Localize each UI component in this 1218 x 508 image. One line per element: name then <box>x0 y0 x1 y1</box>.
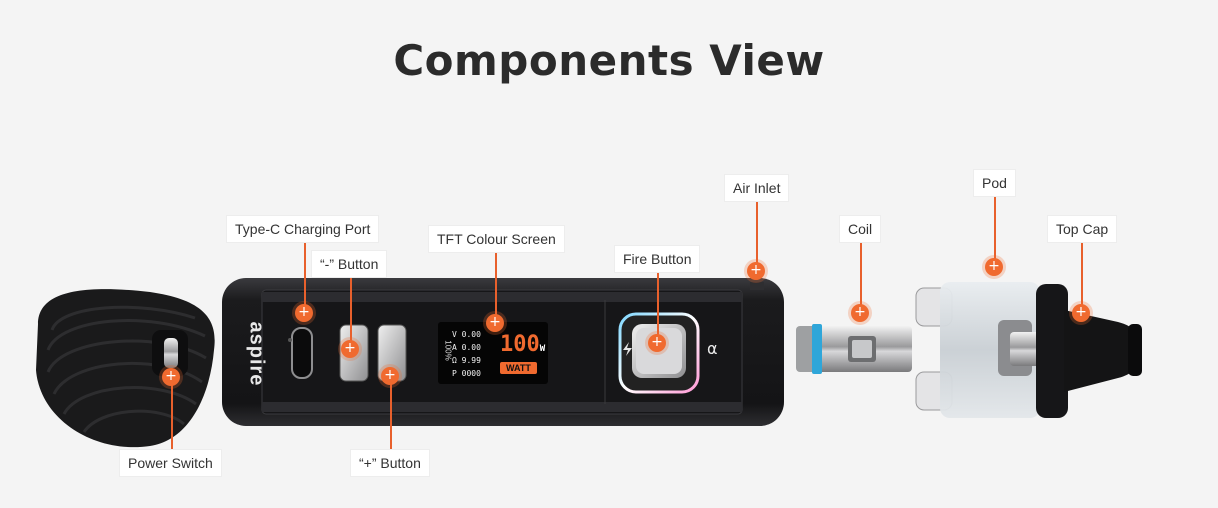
hotspot-fire-button[interactable]: + <box>648 334 666 352</box>
leader-type-c-port <box>304 241 306 313</box>
label-tft-screen: TFT Colour Screen <box>429 226 564 252</box>
coil-illustration <box>796 324 912 374</box>
top-cap-illustration <box>1064 310 1142 392</box>
hotspot-power-switch[interactable]: + <box>162 368 180 386</box>
leader-minus-button <box>350 275 352 349</box>
label-plus-button: “+” Button <box>351 450 429 476</box>
mode-badge: WATT <box>500 362 537 374</box>
leader-coil <box>860 241 862 313</box>
hotspot-minus-button[interactable]: + <box>341 340 359 358</box>
tft-display: 100% V 0.00 A 0.00 Ω 9.99 P 0000 100W WA… <box>442 326 546 382</box>
label-air-inlet: Air Inlet <box>725 175 789 201</box>
label-coil: Coil <box>840 216 881 242</box>
reading-list: V 0.00 A 0.00 Ω 9.99 P 0000 <box>452 328 481 380</box>
hotspot-coil[interactable]: + <box>851 304 869 322</box>
wattage-number: 100 <box>500 332 540 357</box>
leader-power-switch <box>171 377 173 450</box>
reading-voltage: V 0.00 <box>452 330 481 339</box>
reading-puffs: P 0000 <box>452 369 481 378</box>
brand-logo: aspire <box>245 321 268 387</box>
pod-illustration <box>915 282 1068 418</box>
label-pod: Pod <box>974 170 1015 196</box>
hotspot-pod[interactable]: + <box>985 258 1003 276</box>
wattage-unit: W <box>539 344 546 354</box>
label-fire-button: Fire Button <box>615 246 700 272</box>
hotspot-tft-screen[interactable]: + <box>486 314 504 332</box>
page-title: Components View <box>393 36 825 85</box>
reading-current: A 0.00 <box>452 343 481 352</box>
leader-pod <box>994 195 996 266</box>
label-type-c-port: Type-C Charging Port <box>227 216 379 242</box>
leader-tft-screen <box>495 251 497 323</box>
wattage-value: 100W <box>500 332 545 357</box>
leader-top-cap <box>1081 241 1083 313</box>
leader-fire-button <box>657 271 659 343</box>
hotspot-plus-button[interactable]: + <box>381 367 399 385</box>
leader-plus-button <box>390 376 392 450</box>
hotspot-type-c-port[interactable]: + <box>295 304 313 322</box>
hotspot-top-cap[interactable]: + <box>1072 304 1090 322</box>
svg-text:α: α <box>707 339 718 358</box>
hotspot-air-inlet[interactable]: + <box>747 262 765 280</box>
label-power-switch: Power Switch <box>120 450 221 476</box>
label-top-cap: Top Cap <box>1048 216 1117 242</box>
power-switch-cap <box>36 289 215 448</box>
mod-body: α <box>222 278 784 426</box>
label-minus-button: “-” Button <box>312 251 387 277</box>
reading-resistance: Ω 9.99 <box>452 356 481 365</box>
leader-air-inlet <box>756 200 758 270</box>
